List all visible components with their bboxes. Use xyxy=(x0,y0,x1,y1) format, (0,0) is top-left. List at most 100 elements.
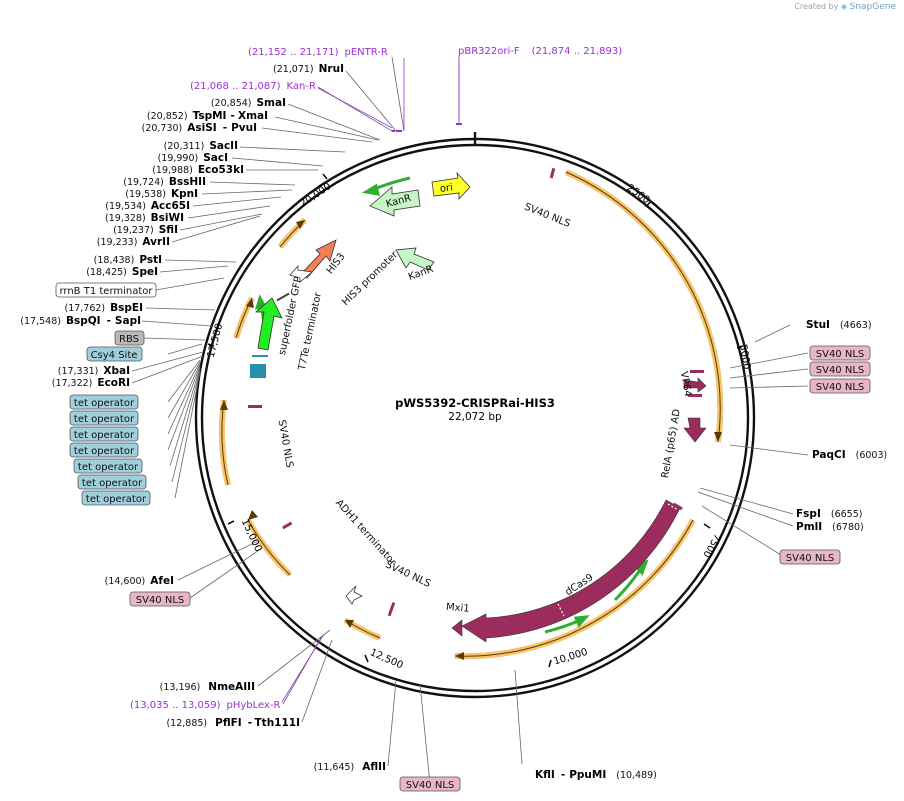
adh1-terminator-label: ADH1 terminator xyxy=(333,498,398,569)
operator-cluster xyxy=(250,292,290,378)
site-stui[interactable]: StuI(4663) xyxy=(806,319,872,331)
site-tspmi-xmai[interactable]: (20,852)TspMI-XmaI xyxy=(147,110,268,122)
ori-feature xyxy=(431,171,471,201)
snapgene-credit: Created by ◈ SnapGene xyxy=(794,2,896,12)
site-pmli[interactable]: PmlI(6780) xyxy=(796,521,864,533)
site-bsiwi[interactable]: (19,328)BsiWI xyxy=(105,212,184,224)
site-acc65i[interactable]: (19,534)Acc65I xyxy=(105,200,190,212)
dcas9-feature xyxy=(461,499,681,643)
box-tet-operator[interactable]: tet operator xyxy=(69,426,139,442)
ori-label: ori xyxy=(439,182,453,195)
svg-text:tet operator: tet operator xyxy=(74,398,135,409)
site-afei[interactable]: (14,600)AfeI xyxy=(105,575,174,587)
primer-phyblex-r: (13,035 .. 13,059)pHybLex-R xyxy=(130,700,281,711)
site-sfii[interactable]: (19,237)SfiI xyxy=(113,224,178,236)
credit-prefix: Created by xyxy=(794,2,839,11)
box-rbs[interactable]: RBS xyxy=(114,330,145,346)
credit-brand: SnapGene xyxy=(849,2,896,12)
superfolder-gfp-feature xyxy=(254,297,283,351)
site-asisi-pvui[interactable]: (20,730)AsiSI-PvuI xyxy=(142,122,257,134)
sv40-nls-label-left: SV40 NLS xyxy=(276,419,295,469)
rela-feature xyxy=(683,417,707,443)
svg-text:tet operator: tet operator xyxy=(78,462,139,473)
vp64-feature xyxy=(683,377,707,393)
box-tet-operator[interactable]: tet operator xyxy=(69,442,139,458)
svg-text:SV40 NLS: SV40 NLS xyxy=(786,553,835,564)
boxed-labels: rrnB T1 terminator RBS Csy4 Site tet ope… xyxy=(55,282,871,792)
site-bsshii[interactable]: (19,724)BssHII xyxy=(123,176,206,188)
site-spei[interactable]: (18,425)SpeI xyxy=(86,266,158,278)
site-aflii[interactable]: (11,645)AflII xyxy=(314,761,386,773)
site-ecori[interactable]: (17,322)EcoRI xyxy=(52,377,130,389)
mxi1-feature xyxy=(451,619,463,637)
svg-text:SV40 NLS: SV40 NLS xyxy=(816,365,865,376)
site-bspqi-sapi[interactable]: (17,548)BspQI-SapI xyxy=(20,315,141,327)
site-psti[interactable]: (18,438)PstI xyxy=(94,254,162,266)
box-tet-operator[interactable]: tet operator xyxy=(69,394,139,410)
adh1-terminator-feature xyxy=(345,585,363,605)
scale-tick-marks xyxy=(207,173,744,668)
svg-text:tet operator: tet operator xyxy=(74,430,135,441)
kanr-label-2: KanR xyxy=(407,264,435,283)
site-sacii[interactable]: (20,311)SacII xyxy=(164,140,238,152)
orf-arrowheads xyxy=(220,220,722,660)
primer-labels: (21,152 .. 21,171)pENTR-R pBR322ori-F(21… xyxy=(130,46,622,711)
box-sv40-nls[interactable]: SV40 NLS xyxy=(809,361,871,377)
scale-tick-label: 5000 xyxy=(737,343,752,370)
site-nrui[interactable]: (21,071)NruI xyxy=(273,63,344,75)
sv40-nls-label-top: SV40 NLS xyxy=(523,202,572,230)
small-nls-marks xyxy=(248,167,704,617)
site-xbai[interactable]: (17,331)XbaI xyxy=(58,365,130,377)
svg-text:SV40 NLS: SV40 NLS xyxy=(816,382,865,393)
primer-markers xyxy=(392,123,462,132)
site-kfli-ppumi[interactable]: KflI-PpuMI(10,489) xyxy=(535,769,657,781)
svg-text:SV40 NLS: SV40 NLS xyxy=(816,349,865,360)
svg-text:tet operator: tet operator xyxy=(82,478,143,489)
site-kpni[interactable]: (19,538)KpnI xyxy=(125,188,198,200)
svg-text:tet operator: tet operator xyxy=(74,414,135,425)
orf-arc-cas9-long xyxy=(564,169,724,443)
restriction-sites-right: StuI(4663) PaqCI(6003) FspI(6655) PmlI(6… xyxy=(535,319,887,781)
svg-text:rrnB T1 terminator: rrnB T1 terminator xyxy=(59,286,153,297)
scale-tick-label: 20,000 xyxy=(298,181,333,210)
site-pflfi-tth111i[interactable]: (12,885)PflFI-Tth111I xyxy=(166,717,300,729)
t7te-label: T7Te terminator xyxy=(297,291,325,373)
his3-promoter-feature xyxy=(289,264,313,283)
box-sv40-nls[interactable]: SV40 NLS xyxy=(399,776,461,792)
svg-text:tet operator: tet operator xyxy=(86,494,147,505)
primer-pbr322ori-f: pBR322ori-F(21,874 .. 21,893) xyxy=(458,46,622,57)
site-smai[interactable]: (20,854)SmaI xyxy=(211,97,286,109)
box-sv40-nls[interactable]: SV40 NLS xyxy=(809,378,871,394)
scale-tick-label: 2500 xyxy=(625,182,652,206)
scale-tick-label: 10,000 xyxy=(552,647,589,668)
site-fspi[interactable]: FspI(6655) xyxy=(796,508,862,520)
svg-text:RBS: RBS xyxy=(119,334,139,345)
snapgene-logo-icon: ◈ xyxy=(840,2,848,11)
his3-promoter-label: HIS3 promoter xyxy=(340,249,401,308)
vp64-label: VP64 xyxy=(678,371,693,398)
site-bspei[interactable]: (17,762)BspEI xyxy=(64,302,143,314)
box-tet-operator[interactable]: tet operator xyxy=(69,410,139,426)
box-sv40-nls[interactable]: SV40 NLS xyxy=(129,591,191,607)
box-rrnb-terminator[interactable]: rrnB T1 terminator xyxy=(55,282,157,298)
site-paqci[interactable]: PaqCI(6003) xyxy=(812,449,887,461)
box-sv40-nls[interactable]: SV40 NLS xyxy=(779,549,841,565)
box-tet-operator[interactable]: tet operator xyxy=(81,490,151,506)
restriction-sites-left: (21,071)NruI (20,854)SmaI (20,852)TspMI-… xyxy=(20,63,386,773)
primer-pentr-r: (21,152 .. 21,171)pENTR-R xyxy=(248,47,388,58)
rela-label: RelA (p65) AD xyxy=(660,408,683,479)
box-tet-operator[interactable]: tet operator xyxy=(77,474,147,490)
box-sv40-nls[interactable]: SV40 NLS xyxy=(809,345,871,361)
scale-tick-label: 17,500 xyxy=(206,322,226,359)
box-tet-operator[interactable]: tet operator xyxy=(73,458,143,474)
box-csy4-site[interactable]: Csy4 Site xyxy=(86,346,143,362)
svg-text:tet operator: tet operator xyxy=(74,446,135,457)
site-nmeaiii[interactable]: (13,196)NmeAIII xyxy=(160,681,255,693)
his3-feature xyxy=(299,239,337,279)
site-eco53ki[interactable]: (19,988)Eco53kI xyxy=(152,164,244,176)
site-saci[interactable]: (19,990)SacI xyxy=(158,152,228,164)
site-avrii[interactable]: (19,233)AvrII xyxy=(97,236,170,248)
kanr-feature-2 xyxy=(395,247,435,271)
mxi1-label: Mxi1 xyxy=(446,602,471,615)
